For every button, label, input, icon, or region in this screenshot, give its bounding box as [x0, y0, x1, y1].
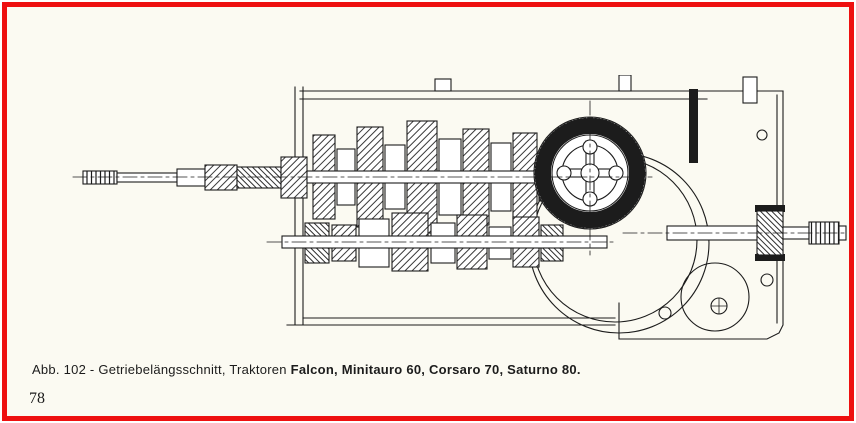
- figure-caption: Abb. 102 - Getriebelängsschnitt, Traktor…: [32, 362, 581, 377]
- figure-caption-prefix: Abb. 102 - Getriebelängsschnitt, Traktor…: [32, 362, 287, 377]
- figure-caption-models: Falcon, Minitauro 60, Corsaro 70, Saturn…: [290, 362, 581, 377]
- page-number: 78: [29, 390, 45, 407]
- figure-gearbox-section: [67, 75, 847, 363]
- gearbox-diagram: [72, 75, 847, 340]
